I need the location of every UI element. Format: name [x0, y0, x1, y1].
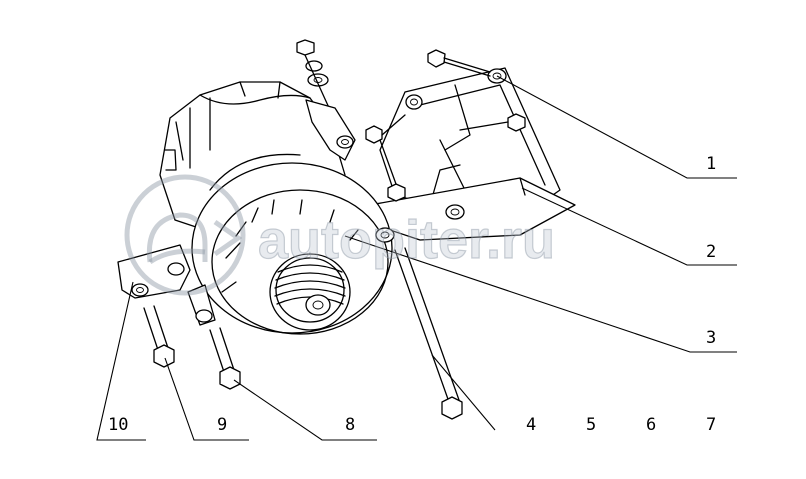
- bracket-nut-right: [459, 113, 526, 132]
- alternator: [159, 81, 395, 335]
- callout-4: 4: [526, 415, 536, 435]
- callout-8: 8: [345, 415, 355, 435]
- link-nuts: [365, 114, 406, 202]
- callout-7: 7: [706, 415, 716, 435]
- short-bolt-8: [209, 327, 241, 390]
- callout-10: 10: [108, 415, 128, 435]
- callout-5: 5: [586, 415, 596, 435]
- short-bolt-9: [143, 305, 175, 368]
- watermark-logo-icon: [124, 174, 246, 296]
- callout-3: 3: [706, 328, 716, 348]
- watermark-text: autopiter.ru: [258, 210, 555, 270]
- callout-labels: 1 2 3 4 5 6 7 8 9 10: [108, 154, 716, 435]
- callout-2: 2: [706, 242, 716, 262]
- adjusting-plate: [117, 244, 191, 299]
- callout-6: 6: [646, 415, 656, 435]
- callout-1: 1: [706, 154, 716, 174]
- bracket-bolt-top: [427, 49, 491, 77]
- top-bolt-stack: [296, 39, 331, 111]
- callout-9: 9: [217, 415, 227, 435]
- leader-lines: [96, 75, 737, 441]
- long-through-bolt: [394, 247, 463, 420]
- watermark: autopiter.ru: [124, 174, 556, 296]
